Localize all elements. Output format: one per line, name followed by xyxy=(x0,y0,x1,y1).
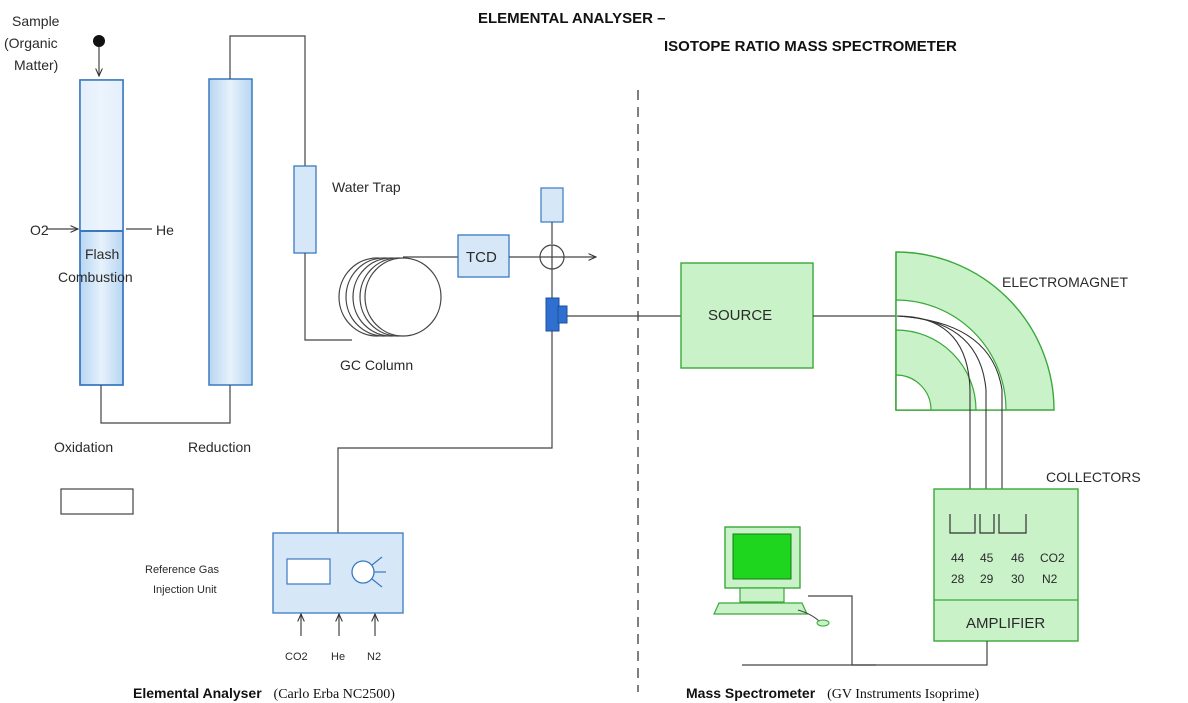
mass-46: 46 xyxy=(1011,551,1025,565)
split-valve-icon xyxy=(539,244,565,270)
tcd-detector xyxy=(457,234,510,278)
tcd-label: TCD xyxy=(466,249,497,266)
gc-column-coil xyxy=(338,257,442,337)
mass-44: 44 xyxy=(951,551,965,565)
title-line1: ELEMENTAL ANALYSER – xyxy=(478,10,666,27)
flash-label-1: Flash xyxy=(85,246,119,262)
electromagnet xyxy=(895,251,1055,411)
footer-ms-caption: Mass Spectrometer (GV Instruments Isopri… xyxy=(686,685,980,702)
footer-ea-model: (Carlo Erba NC2500) xyxy=(274,687,396,702)
ref-gas-label-1: Reference Gas xyxy=(145,564,219,576)
title-line2: ISOTOPE RATIO MASS SPECTROMETER xyxy=(664,38,957,55)
mass-28: 28 xyxy=(951,572,965,586)
ref-gas-label-2: Injection Unit xyxy=(153,584,217,596)
flash-label-2: Combustion xyxy=(58,269,133,285)
gas-co2-label: CO2 xyxy=(285,651,308,663)
footer-ea-bold: Elemental Analyser xyxy=(133,685,262,701)
ion-beams xyxy=(896,315,1003,512)
co2-collector-label: CO2 xyxy=(1040,551,1065,565)
electromagnet-label: ELECTROMAGNET xyxy=(1002,274,1128,290)
footer-ea-caption: Elemental Analyser (Carlo Erba NC2500) xyxy=(133,685,395,702)
red-trap-pipe xyxy=(229,35,306,166)
gc-column-label: GC Column xyxy=(340,357,413,373)
computer-icon xyxy=(713,526,830,627)
source-label: SOURCE xyxy=(708,307,772,324)
footer-ms-model: (GV Instruments Isoprime) xyxy=(827,687,979,702)
mass-45: 45 xyxy=(980,551,994,565)
gas-n2-label: N2 xyxy=(367,651,381,663)
ion-source xyxy=(680,262,814,369)
mass-30: 30 xyxy=(1011,572,1025,586)
footer-ms-bold: Mass Spectrometer xyxy=(686,685,816,701)
he-in-label: He xyxy=(156,222,174,238)
oxidation-column xyxy=(79,79,124,386)
mass-29: 29 xyxy=(980,572,994,586)
oxidation-label: Oxidation xyxy=(54,439,113,455)
sample-drop-icon xyxy=(93,35,105,47)
water-trap xyxy=(293,165,317,254)
n2-collector-label: N2 xyxy=(1042,572,1058,586)
trap-gc-pipe xyxy=(304,253,352,341)
o2-label: O2 xyxy=(30,222,49,238)
valve-vial xyxy=(540,187,564,223)
reduction-label: Reduction xyxy=(188,439,251,455)
sample-label-2: (Organic xyxy=(4,35,58,51)
reference-gas-unit xyxy=(272,532,404,614)
reduction-column xyxy=(208,78,253,386)
sample-label-3: Matter) xyxy=(14,57,58,73)
amplifier-label: AMPLIFIER xyxy=(966,615,1045,632)
collectors-label: COLLECTORS xyxy=(1046,469,1141,485)
collector-cups xyxy=(949,514,1027,534)
water-trap-label: Water Trap xyxy=(332,179,401,195)
ox-red-pipe xyxy=(100,385,231,424)
ref-gas-pipe xyxy=(337,331,553,533)
gas-he-label: He xyxy=(331,651,345,663)
sample-label-1: Sample xyxy=(12,13,60,29)
blank-box xyxy=(60,488,134,515)
open-split-connector xyxy=(545,297,568,332)
collector-unit xyxy=(933,488,1079,642)
